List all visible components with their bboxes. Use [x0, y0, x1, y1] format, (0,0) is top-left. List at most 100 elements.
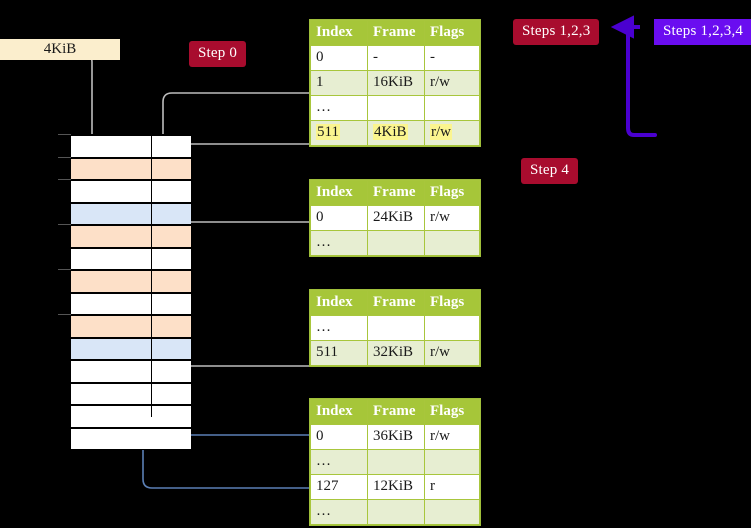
table-cell: 511: [310, 120, 368, 146]
table-row: 511 4KiB r/w: [310, 120, 480, 146]
table-row: 0--: [310, 45, 480, 71]
memory-tick: [58, 134, 71, 135]
table-cell: …: [310, 230, 368, 256]
memory-row: [71, 203, 191, 225]
table-row: …: [310, 449, 480, 475]
wire-steps-1234-bracket: [610, 15, 657, 137]
page-size-box: 4KiB: [0, 39, 120, 60]
table-cell: 0: [310, 424, 368, 450]
column-header-flags: Flags: [424, 20, 480, 46]
memory-row: [71, 248, 191, 270]
column-header-index: Index: [310, 290, 368, 316]
column-header-frame: Frame: [367, 20, 425, 46]
table-cell: 1: [310, 70, 368, 96]
table-cell: [424, 499, 480, 525]
memory-tick: [58, 269, 71, 270]
memory-tick: [58, 224, 71, 225]
table-cell: [367, 230, 425, 256]
column-header-index: Index: [310, 399, 368, 425]
memory-row: [71, 405, 191, 428]
table-cell: -: [424, 45, 480, 71]
table-cell: [367, 315, 425, 341]
highlighted-value: 4KiB: [373, 124, 408, 140]
table-cell: 0: [310, 45, 368, 71]
memory-tick: [58, 179, 71, 180]
wire-table1-row0-to-memory: [172, 221, 310, 248]
table-cell: [424, 95, 480, 121]
table-cell: 36KiB: [367, 424, 425, 450]
table-row: …: [310, 95, 480, 121]
column-header-index: Index: [310, 180, 368, 206]
column-header-flags: Flags: [424, 290, 480, 316]
table-cell: 12KiB: [367, 474, 425, 500]
table-row: …: [310, 230, 480, 256]
table-cell: r: [424, 474, 480, 500]
wire-table0-row511-to-memory: [172, 143, 310, 203]
table-cell: -: [367, 45, 425, 71]
table-cell: 511: [310, 340, 368, 366]
table-cell: r/w: [424, 120, 480, 146]
table-cell: 32KiB: [367, 340, 425, 366]
table-cell: 16KiB: [367, 70, 425, 96]
table-cell: 4KiB: [367, 120, 425, 146]
memory-row: [71, 383, 191, 405]
highlighted-value: 511: [316, 124, 340, 140]
table-cell: [367, 499, 425, 525]
table-cell: 127: [310, 474, 368, 500]
memory-tick: [58, 157, 71, 158]
memory-row: [71, 338, 191, 360]
memory-row: [71, 315, 191, 338]
table-cell: …: [310, 95, 368, 121]
table-cell: r/w: [424, 424, 480, 450]
memory-row: [71, 360, 191, 383]
badge-step-0: Step 0: [189, 41, 247, 67]
table-cell: r/w: [424, 70, 480, 96]
memory-row: [71, 180, 191, 203]
table-cell: 24KiB: [367, 205, 425, 231]
memory-row: [71, 135, 191, 158]
table-row: …: [310, 499, 480, 525]
memory-tick: [58, 314, 71, 315]
table-cell: r/w: [424, 340, 480, 366]
badge-step-4: Step 4: [521, 158, 579, 184]
column-header-frame: Frame: [367, 399, 425, 425]
column-header-frame: Frame: [367, 180, 425, 206]
column-header-frame: Frame: [367, 290, 425, 316]
wire-table2-row511-to-memory: [172, 306, 310, 367]
badge-steps-123: Steps 1,2,3: [513, 19, 600, 45]
table-row: …: [310, 315, 480, 341]
column-header-index: Index: [310, 20, 368, 46]
page-size-label: 4KiB: [43, 41, 77, 57]
memory-row: [71, 158, 191, 180]
memory-row: [71, 428, 191, 450]
table-cell: …: [310, 499, 368, 525]
column-header-flags: Flags: [424, 399, 480, 425]
memory-row: [71, 225, 191, 248]
memory-column-divider: [151, 135, 152, 417]
table-cell: [367, 95, 425, 121]
table-cell: 0: [310, 205, 368, 231]
column-header-flags: Flags: [424, 180, 480, 206]
table-cell: [424, 315, 480, 341]
badge-steps-1234: Steps 1,2,3,4: [654, 19, 751, 45]
table-cell: [424, 230, 480, 256]
table-cell: …: [310, 449, 368, 475]
table-cell: r/w: [424, 205, 480, 231]
table-cell: [424, 449, 480, 475]
memory-row: [71, 270, 191, 293]
table-cell: [367, 449, 425, 475]
